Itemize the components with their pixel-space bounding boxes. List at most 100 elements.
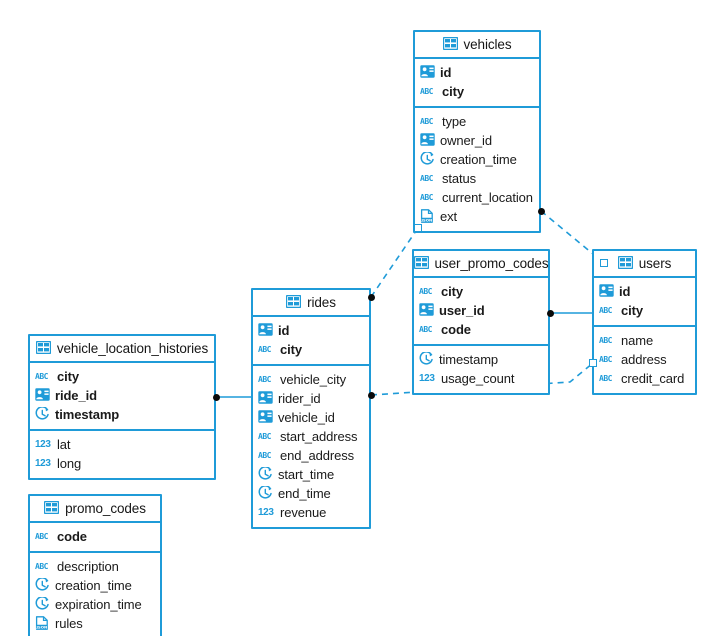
field-row-timestamp[interactable]: timestamp (30, 405, 214, 424)
abc-icon: ABC (599, 336, 612, 345)
entity-header-promo_codes[interactable]: promo_codes (30, 496, 160, 523)
field-label: city (280, 342, 303, 357)
field-row-ride_id[interactable]: ride_id (30, 386, 214, 405)
field-label: long (57, 456, 82, 471)
field-label: city (57, 369, 80, 384)
entity-header-users[interactable]: users (594, 251, 695, 278)
field-row-long[interactable]: 123 long (30, 454, 214, 473)
entity-title: users (638, 256, 672, 271)
relationship-vehicles-rides[interactable] (370, 227, 419, 298)
field-row-vehicle_id[interactable]: vehicle_id (253, 408, 369, 427)
entity-header-vehicle_location_histories[interactable]: vehicle_location_histories (30, 336, 214, 363)
abc-icon: ABC (419, 325, 432, 334)
field-row-rider_id[interactable]: rider_id (253, 389, 369, 408)
table-icon (44, 501, 60, 516)
relationship-target-square (589, 359, 597, 367)
field-label: id (440, 65, 452, 80)
field-row-credit_card[interactable]: ABC credit_card (594, 369, 695, 388)
field-row-user_id[interactable]: user_id (414, 301, 548, 320)
field-label: creation_time (440, 152, 517, 167)
field-label: rules (55, 616, 83, 631)
entity-header-rides[interactable]: rides (253, 290, 369, 317)
123-icon: 123 (35, 458, 51, 469)
relationship-source-dot (212, 393, 220, 401)
entity-header-user_promo_codes[interactable]: user_promo_codes (413, 251, 549, 278)
table-icon (413, 256, 429, 271)
field-row-end_time[interactable]: end_time (253, 484, 369, 503)
abc-icon: ABC (599, 355, 612, 364)
relationship-source-dot (367, 391, 375, 399)
field-label: start_address (280, 429, 358, 444)
field-label: id (619, 284, 631, 299)
relationship-target-square (600, 259, 608, 267)
field-row-start_time[interactable]: start_time (253, 465, 369, 484)
table-icon (286, 295, 302, 310)
field-row-rules[interactable]: JSON rules (30, 614, 160, 633)
field-label: status (442, 171, 477, 186)
field-row-timestamp[interactable]: timestamp (414, 350, 548, 369)
field-label: credit_card (621, 371, 685, 386)
abc-icon: ABC (599, 374, 612, 383)
field-label: usage_count (441, 371, 515, 386)
field-label: city (442, 84, 465, 99)
field-label: code (57, 529, 87, 544)
svg-text:JSON: JSON (35, 625, 47, 630)
field-row-owner_id[interactable]: owner_id (415, 131, 539, 150)
field-row-id[interactable]: id (253, 321, 369, 340)
123-icon: 123 (258, 507, 274, 518)
card-icon (420, 133, 435, 148)
field-row-id[interactable]: id (594, 282, 695, 301)
field-row-creation_time[interactable]: creation_time (415, 150, 539, 169)
entity-title: user_promo_codes (434, 256, 549, 271)
entity-header-vehicles[interactable]: vehicles (415, 32, 539, 59)
field-label: rider_id (278, 391, 321, 406)
clock-icon (35, 407, 50, 422)
field-row-expiration_time[interactable]: expiration_time (30, 595, 160, 614)
field-label: ext (440, 209, 458, 224)
relationship-source-dot (546, 309, 554, 317)
field-row-id[interactable]: id (415, 63, 539, 82)
field-label: city (621, 303, 644, 318)
card-icon (420, 65, 435, 80)
abc-icon: ABC (258, 345, 271, 354)
field-row-city[interactable]: ABC city (253, 340, 369, 359)
field-row-creation_time[interactable]: creation_time (30, 576, 160, 595)
table-icon (35, 341, 51, 356)
clock-icon (35, 597, 50, 612)
entity-title: rides (307, 295, 336, 310)
field-label: expiration_time (55, 597, 142, 612)
card-icon (419, 303, 434, 318)
field-label: ride_id (55, 388, 97, 403)
